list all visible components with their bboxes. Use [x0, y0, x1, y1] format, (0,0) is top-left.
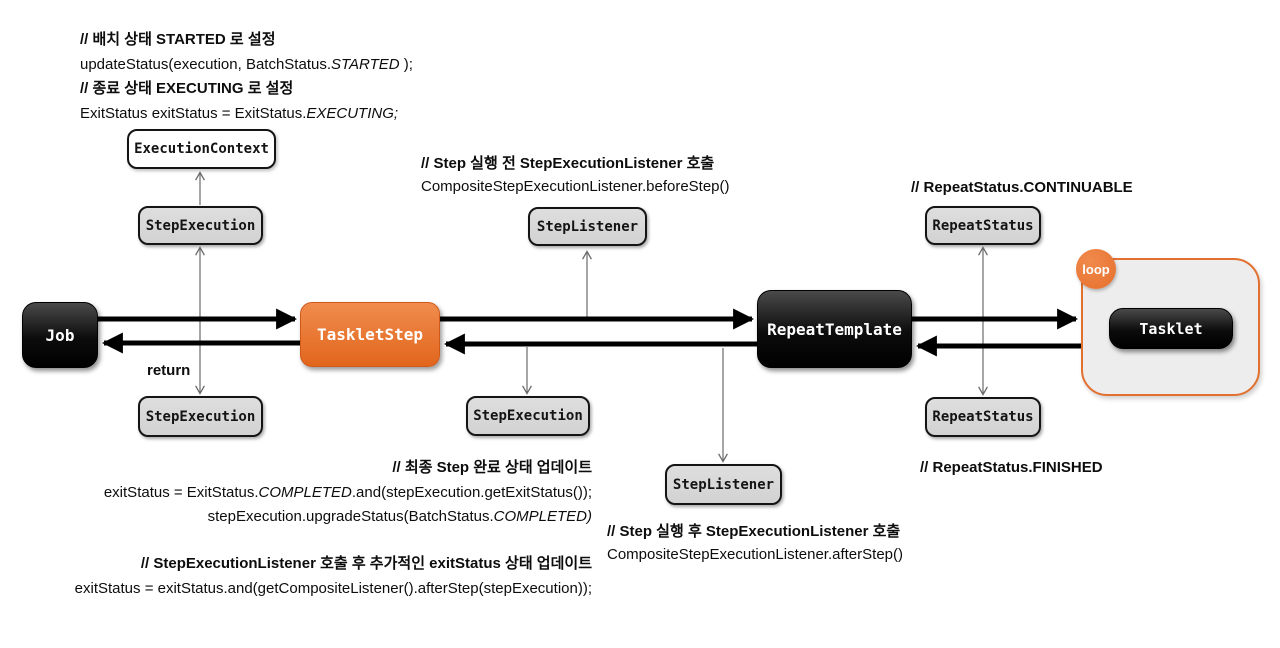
node-tasklet-step: TaskletStep	[300, 302, 440, 367]
node-label: StepExecution	[473, 408, 583, 424]
node-tasklet: Tasklet	[1109, 308, 1233, 349]
comment-line: // 종료 상태 EXECUTING 로 설정	[80, 80, 294, 97]
comment-line: // StepExecutionListener 호출 후 추가적인 exitS…	[140, 555, 592, 572]
node-label: StepExecution	[145, 408, 256, 425]
node-step-execution-mid: StepExecution	[466, 396, 590, 436]
code-line: ExitStatus exitStatus = ExitStatus.EXECU…	[80, 104, 399, 122]
node-label: StepListener	[672, 476, 775, 493]
comment-line: // Step 실행 전 StepExecutionListener 호출	[421, 155, 715, 172]
node-label: StepExecution	[145, 217, 256, 234]
node-step-execution-top: StepExecution	[138, 206, 263, 245]
comment-line: // 최종 Step 완료 상태 업데이트	[392, 459, 592, 476]
node-execution-context: ExecutionContext	[127, 129, 276, 169]
node-repeat-status-bottom: RepeatStatus	[925, 397, 1041, 437]
comment-line: // 배치 상태 STARTED 로 설정	[80, 31, 276, 48]
node-step-listener-bottom: StepListener	[665, 464, 782, 505]
node-job: Job	[22, 302, 98, 368]
code-line: updateStatus(execution, BatchStatus.STAR…	[80, 55, 413, 73]
node-label: TaskletStep	[317, 325, 423, 344]
node-label: RepeatStatus	[932, 409, 1034, 425]
annotation-final-update: // 최종 Step 완료 상태 업데이트 exitStatus = ExitS…	[104, 456, 592, 530]
return-label: return	[147, 362, 191, 379]
code-line: exitStatus = exitStatus.and(getComposite…	[74, 579, 592, 597]
comment-line: // Step 실행 후 StepExecutionListener 호출	[607, 523, 901, 540]
code-line: exitStatus = ExitStatus.COMPLETED.and(st…	[103, 483, 592, 501]
node-step-listener-top: StepListener	[528, 207, 647, 246]
code-line: CompositeStepExecutionListener.beforeSte…	[421, 178, 730, 195]
node-label: Tasklet	[1139, 319, 1203, 338]
annotation-before-step: // Step 실행 전 StepExecutionListener 호출 Co…	[421, 152, 730, 198]
code-line: CompositeStepExecutionListener.afterStep…	[607, 546, 903, 563]
code-line: stepExecution.upgradeStatus(BatchStatus.…	[207, 508, 592, 525]
node-repeat-template: RepeatTemplate	[757, 290, 912, 368]
node-repeat-status-top: RepeatStatus	[925, 206, 1041, 245]
node-label: ExecutionContext	[134, 141, 269, 157]
node-label: RepeatTemplate	[767, 319, 902, 339]
loop-badge-label: loop	[1082, 261, 1110, 277]
loop-badge: loop	[1076, 249, 1116, 289]
annotation-batch-status: // 배치 상태 STARTED 로 설정 updateStatus(execu…	[80, 28, 413, 126]
node-label: StepListener	[536, 218, 639, 235]
annotation-continuable: // RepeatStatus.CONTINUABLE	[911, 179, 1133, 196]
annotation-after-step: // Step 실행 후 StepExecutionListener 호출 Co…	[607, 520, 903, 566]
node-label: RepeatStatus	[932, 217, 1034, 234]
node-label: Job	[45, 325, 75, 345]
node-step-execution-left: StepExecution	[138, 396, 263, 437]
annotation-finished: // RepeatStatus.FINISHED	[920, 459, 1103, 476]
annotation-listener-update: // StepExecutionListener 호출 후 추가적인 exitS…	[75, 552, 592, 601]
